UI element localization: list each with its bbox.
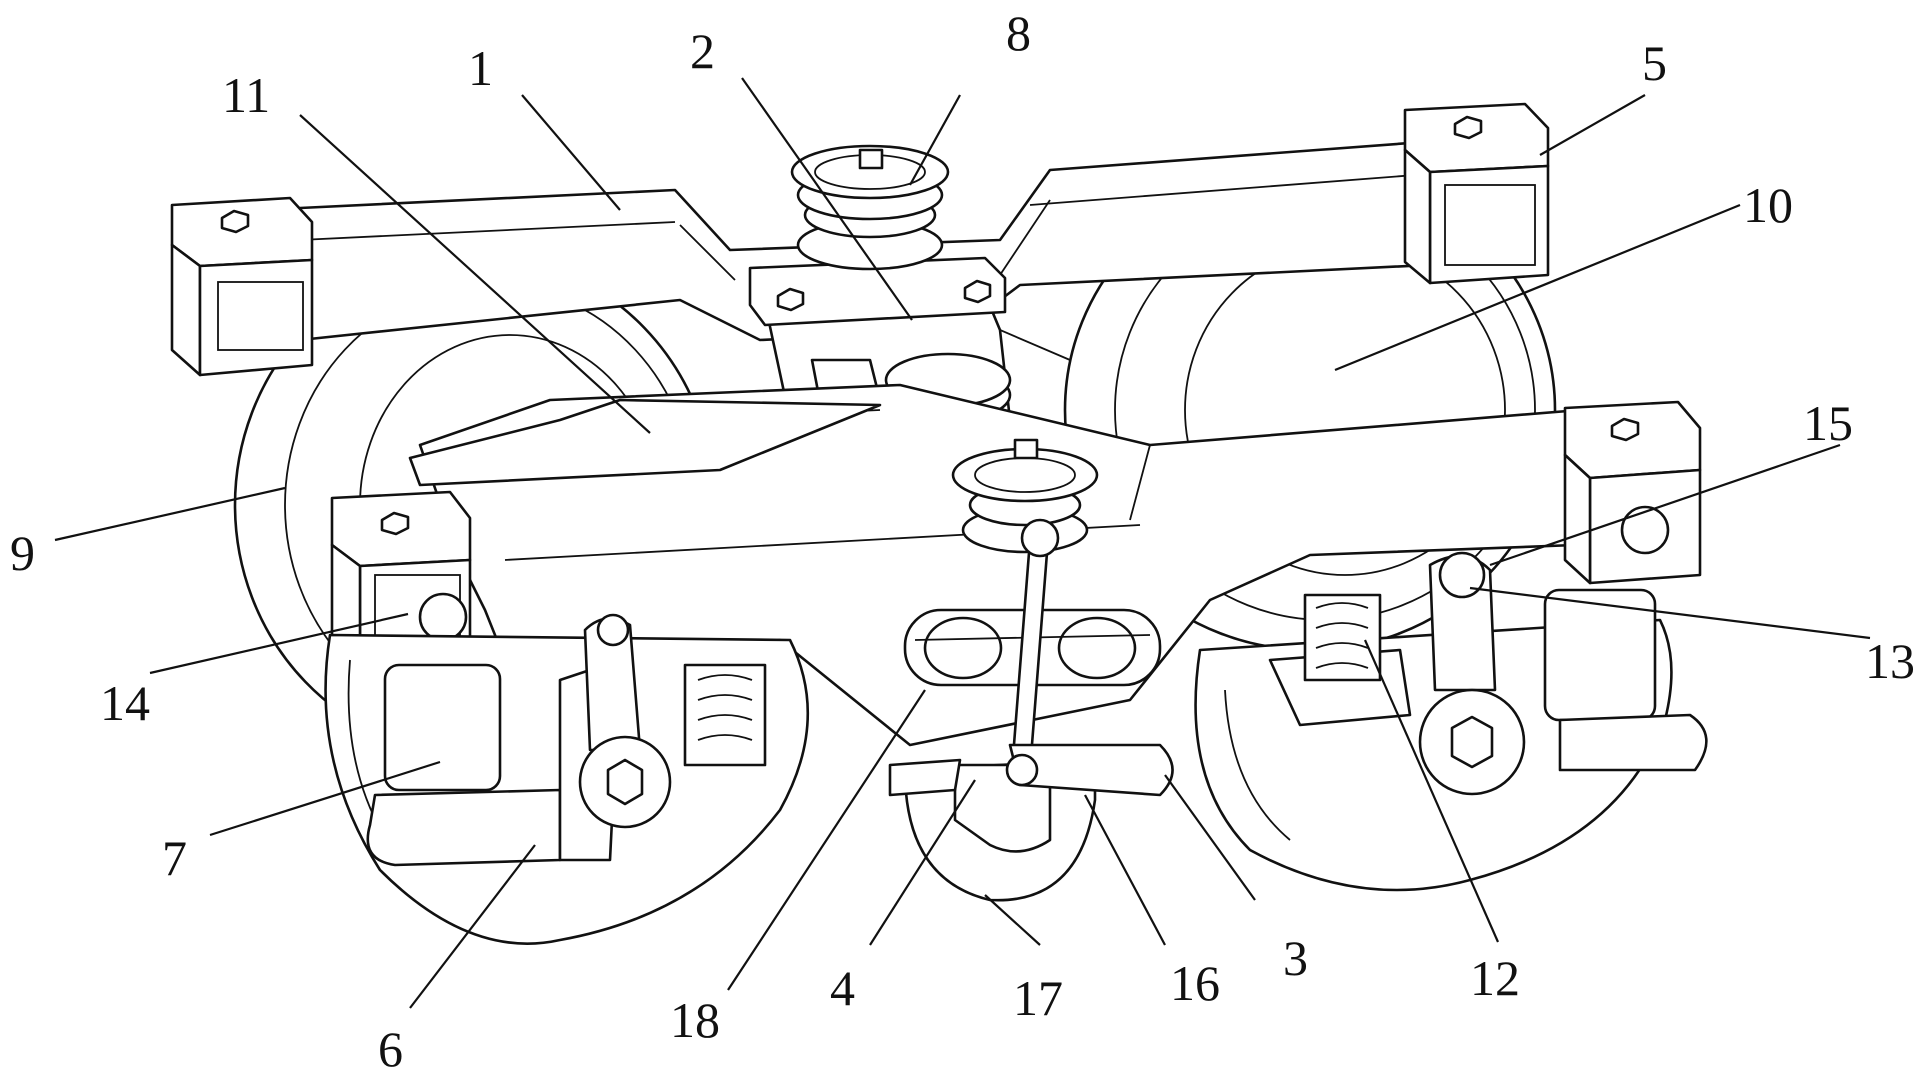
rear-right-end-block (1403, 102, 1550, 285)
leader-line-1 (521, 94, 621, 211)
label-2: 2 (690, 23, 715, 79)
label-9: 9 (10, 525, 35, 581)
leader-line-7 (209, 760, 441, 837)
label-7: 7 (162, 830, 187, 886)
leader-line-6 (409, 844, 536, 1009)
left-guide-rod (578, 613, 672, 829)
label-5: 5 (1642, 35, 1667, 91)
bolt-icon (776, 287, 805, 312)
leader-line-5 (1539, 94, 1646, 156)
right-spring (1303, 593, 1382, 682)
label-13: 13 (1865, 633, 1915, 689)
label-1: 1 (468, 40, 493, 96)
label-14: 14 (100, 675, 150, 731)
right-brake-shoe (1558, 713, 1708, 772)
leader-line-14 (149, 612, 409, 675)
leader-line-12 (1363, 639, 1500, 943)
link-rod (1005, 518, 1174, 797)
label-10: 10 (1743, 177, 1793, 233)
leader-line-17 (984, 894, 1041, 946)
hex-nut-icon (606, 758, 644, 806)
bolt-icon (1453, 115, 1483, 140)
leader-line-16 (1084, 794, 1166, 946)
bolt-icon (220, 209, 250, 234)
bolster-top-plate (748, 256, 1007, 327)
label-16: 16 (1170, 955, 1220, 1011)
rear-left-end-block (170, 196, 314, 377)
leader-line-4 (869, 779, 976, 946)
leader-lines (54, 77, 1871, 1009)
leader-line-2 (741, 77, 913, 321)
brake-lever-arm (408, 398, 882, 487)
label-6: 6 (378, 1021, 403, 1074)
leader-line-13 (1469, 586, 1871, 640)
left-spring (683, 663, 767, 767)
leader-line-8 (909, 94, 961, 186)
leader-line-9 (54, 486, 286, 542)
label-4: 4 (830, 960, 855, 1016)
bolt-icon (380, 511, 410, 536)
leader-line-11 (299, 114, 651, 434)
label-12: 12 (1470, 950, 1520, 1006)
left-axle-box (366, 658, 622, 867)
top-pulley (790, 144, 950, 271)
leader-line-18 (727, 689, 926, 991)
label-8: 8 (1006, 5, 1031, 61)
leader-line-10 (1334, 203, 1741, 372)
label-18: 18 (670, 992, 720, 1048)
front-right-end-block (1563, 400, 1702, 585)
leader-line-15 (1489, 443, 1841, 567)
leader-line-3 (1164, 774, 1256, 901)
label-11: 11 (222, 67, 270, 123)
bolt-icon (963, 279, 992, 304)
label-15: 15 (1803, 395, 1853, 451)
hex-nut-icon (1450, 715, 1494, 769)
label-17: 17 (1013, 970, 1063, 1026)
bolt-icon (1610, 417, 1640, 442)
callout-labels: 1 2 3 4 5 6 7 8 9 10 11 12 13 14 15 16 1… (10, 5, 1915, 1077)
label-3: 3 (1283, 930, 1308, 986)
